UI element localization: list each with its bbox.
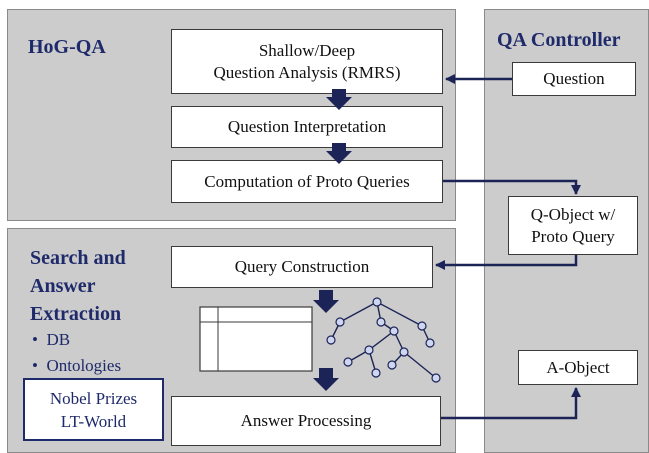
answer-processing-box: Answer Processing <box>171 396 441 446</box>
qa-controller-title: QA Controller <box>497 29 621 51</box>
bullet-ontologies: Ontologies <box>32 353 121 379</box>
question-interpretation-box: Question Interpretation <box>171 106 443 148</box>
bullet-db: DB <box>32 327 121 353</box>
ontology-graph-icon <box>330 301 437 379</box>
processing-to-aobject-arrow <box>441 387 581 420</box>
down-arrow-icon <box>326 89 352 110</box>
down-arrow-icon <box>313 368 339 391</box>
search-extraction-title: Search and Answer Extraction <box>30 247 126 325</box>
a-object-box: A-Object <box>518 350 638 385</box>
hog-qa-title: HoG-QA <box>28 36 106 58</box>
down-arrow-icon <box>326 143 352 164</box>
ontology-nodes <box>326 297 441 383</box>
proto-to-qobject-arrow <box>443 179 581 195</box>
question-analysis-box: Shallow/Deep Question Analysis (RMRS) <box>171 29 443 94</box>
down-arrow-icon <box>313 290 339 313</box>
proto-queries-box: Computation of Proto Queries <box>171 160 443 203</box>
resources-box: Nobel Prizes LT-World <box>23 378 164 441</box>
qobject-to-construction-arrow <box>435 255 578 270</box>
data-source-list: DB Ontologies <box>32 327 121 379</box>
q-object-box: Q-Object w/ Proto Query <box>508 196 638 255</box>
table-icon <box>199 306 313 372</box>
question-box: Question <box>512 62 636 96</box>
query-construction-box: Query Construction <box>171 246 433 288</box>
